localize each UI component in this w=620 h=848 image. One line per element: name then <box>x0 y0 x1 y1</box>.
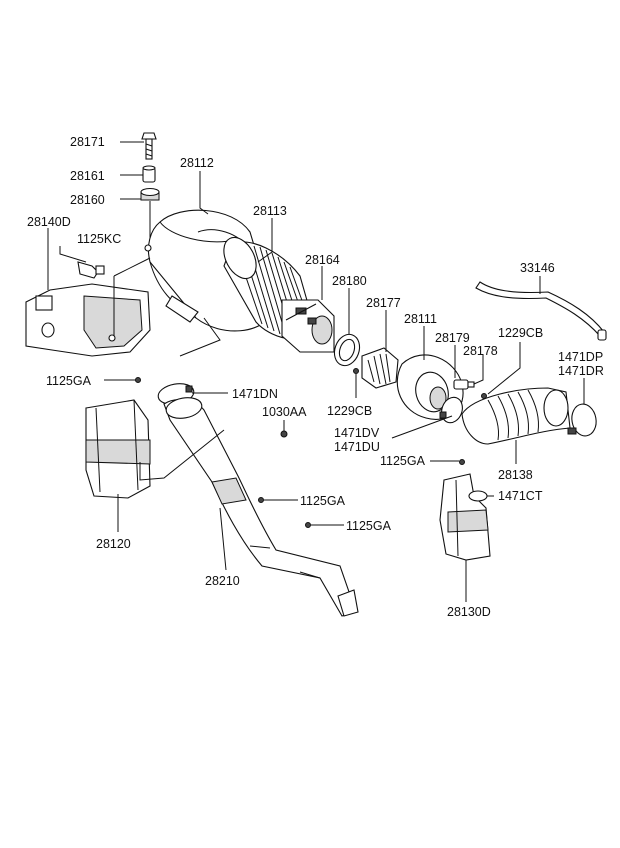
label-28111: 28111 <box>404 312 437 326</box>
label-28164: 28164 <box>305 253 340 267</box>
resonator-28130d <box>439 473 491 561</box>
duct-28120 <box>85 399 151 499</box>
clamp-1471dp <box>567 403 597 437</box>
label-1471DP: 1471DP <box>558 350 603 364</box>
label-1125GA-d: 1125GA <box>346 519 392 533</box>
label-28112: 28112 <box>180 156 214 170</box>
label-1471DV: 1471DV <box>334 426 380 440</box>
label-1471DN: 1471DN <box>232 387 278 401</box>
intake-duct-28210 <box>163 397 359 617</box>
bolt-28171 <box>141 132 157 160</box>
bracket-28140d <box>25 283 151 357</box>
label-1471CT: 1471CT <box>498 489 543 503</box>
label-1125GA-c: 1125GA <box>300 494 346 508</box>
bolt-1125kc <box>77 261 105 279</box>
label-28120: 28120 <box>96 537 131 551</box>
label-28113: 28113 <box>253 204 287 218</box>
sensor-28179 <box>453 379 475 390</box>
label-28180: 28180 <box>332 274 367 288</box>
label-1125GA-b: 1125GA <box>380 454 426 468</box>
label-1125KC: 1125KC <box>77 232 121 246</box>
label-1229CB-b: 1229CB <box>327 404 372 418</box>
bolt-1125ga-a <box>135 377 141 383</box>
breather-hose-33146 <box>475 281 607 341</box>
part-labels: 28171 28161 28160 28112 28113 28140D 112… <box>27 135 604 619</box>
label-1471DR: 1471DR <box>558 364 604 378</box>
screw-1229cb-b <box>353 368 359 374</box>
sensor-28177 <box>361 347 399 389</box>
label-1229CB-a: 1229CB <box>498 326 543 340</box>
intake-hose-28138 <box>461 387 571 445</box>
label-28179: 28179 <box>435 331 470 345</box>
leader-lines <box>47 141 585 602</box>
clamp-1471dv <box>439 396 463 424</box>
adapter-28164 <box>281 299 335 353</box>
label-28130D: 28130D <box>447 605 491 619</box>
gasket-28180 <box>333 333 361 367</box>
label-1125GA-a: 1125GA <box>46 374 92 388</box>
collar-28161 <box>142 165 156 183</box>
label-1471DU: 1471DU <box>334 440 380 454</box>
label-28171: 28171 <box>70 135 105 149</box>
bolt-1125ga-c <box>258 497 264 503</box>
label-28210: 28210 <box>205 574 240 588</box>
label-33146: 33146 <box>520 261 555 275</box>
label-28178: 28178 <box>463 344 498 358</box>
bolt-1125ga-d <box>305 522 311 528</box>
bolt-1030aa <box>280 430 288 438</box>
label-28161: 28161 <box>70 169 105 183</box>
label-1030AA: 1030AA <box>262 405 307 419</box>
label-28177: 28177 <box>366 296 401 310</box>
clamp-1471ct <box>468 490 488 502</box>
bolt-1125ga-b <box>459 459 465 465</box>
label-28138: 28138 <box>498 468 533 482</box>
label-28140D: 28140D <box>27 215 71 229</box>
label-28160: 28160 <box>70 193 105 207</box>
grommet-28160 <box>140 187 160 201</box>
